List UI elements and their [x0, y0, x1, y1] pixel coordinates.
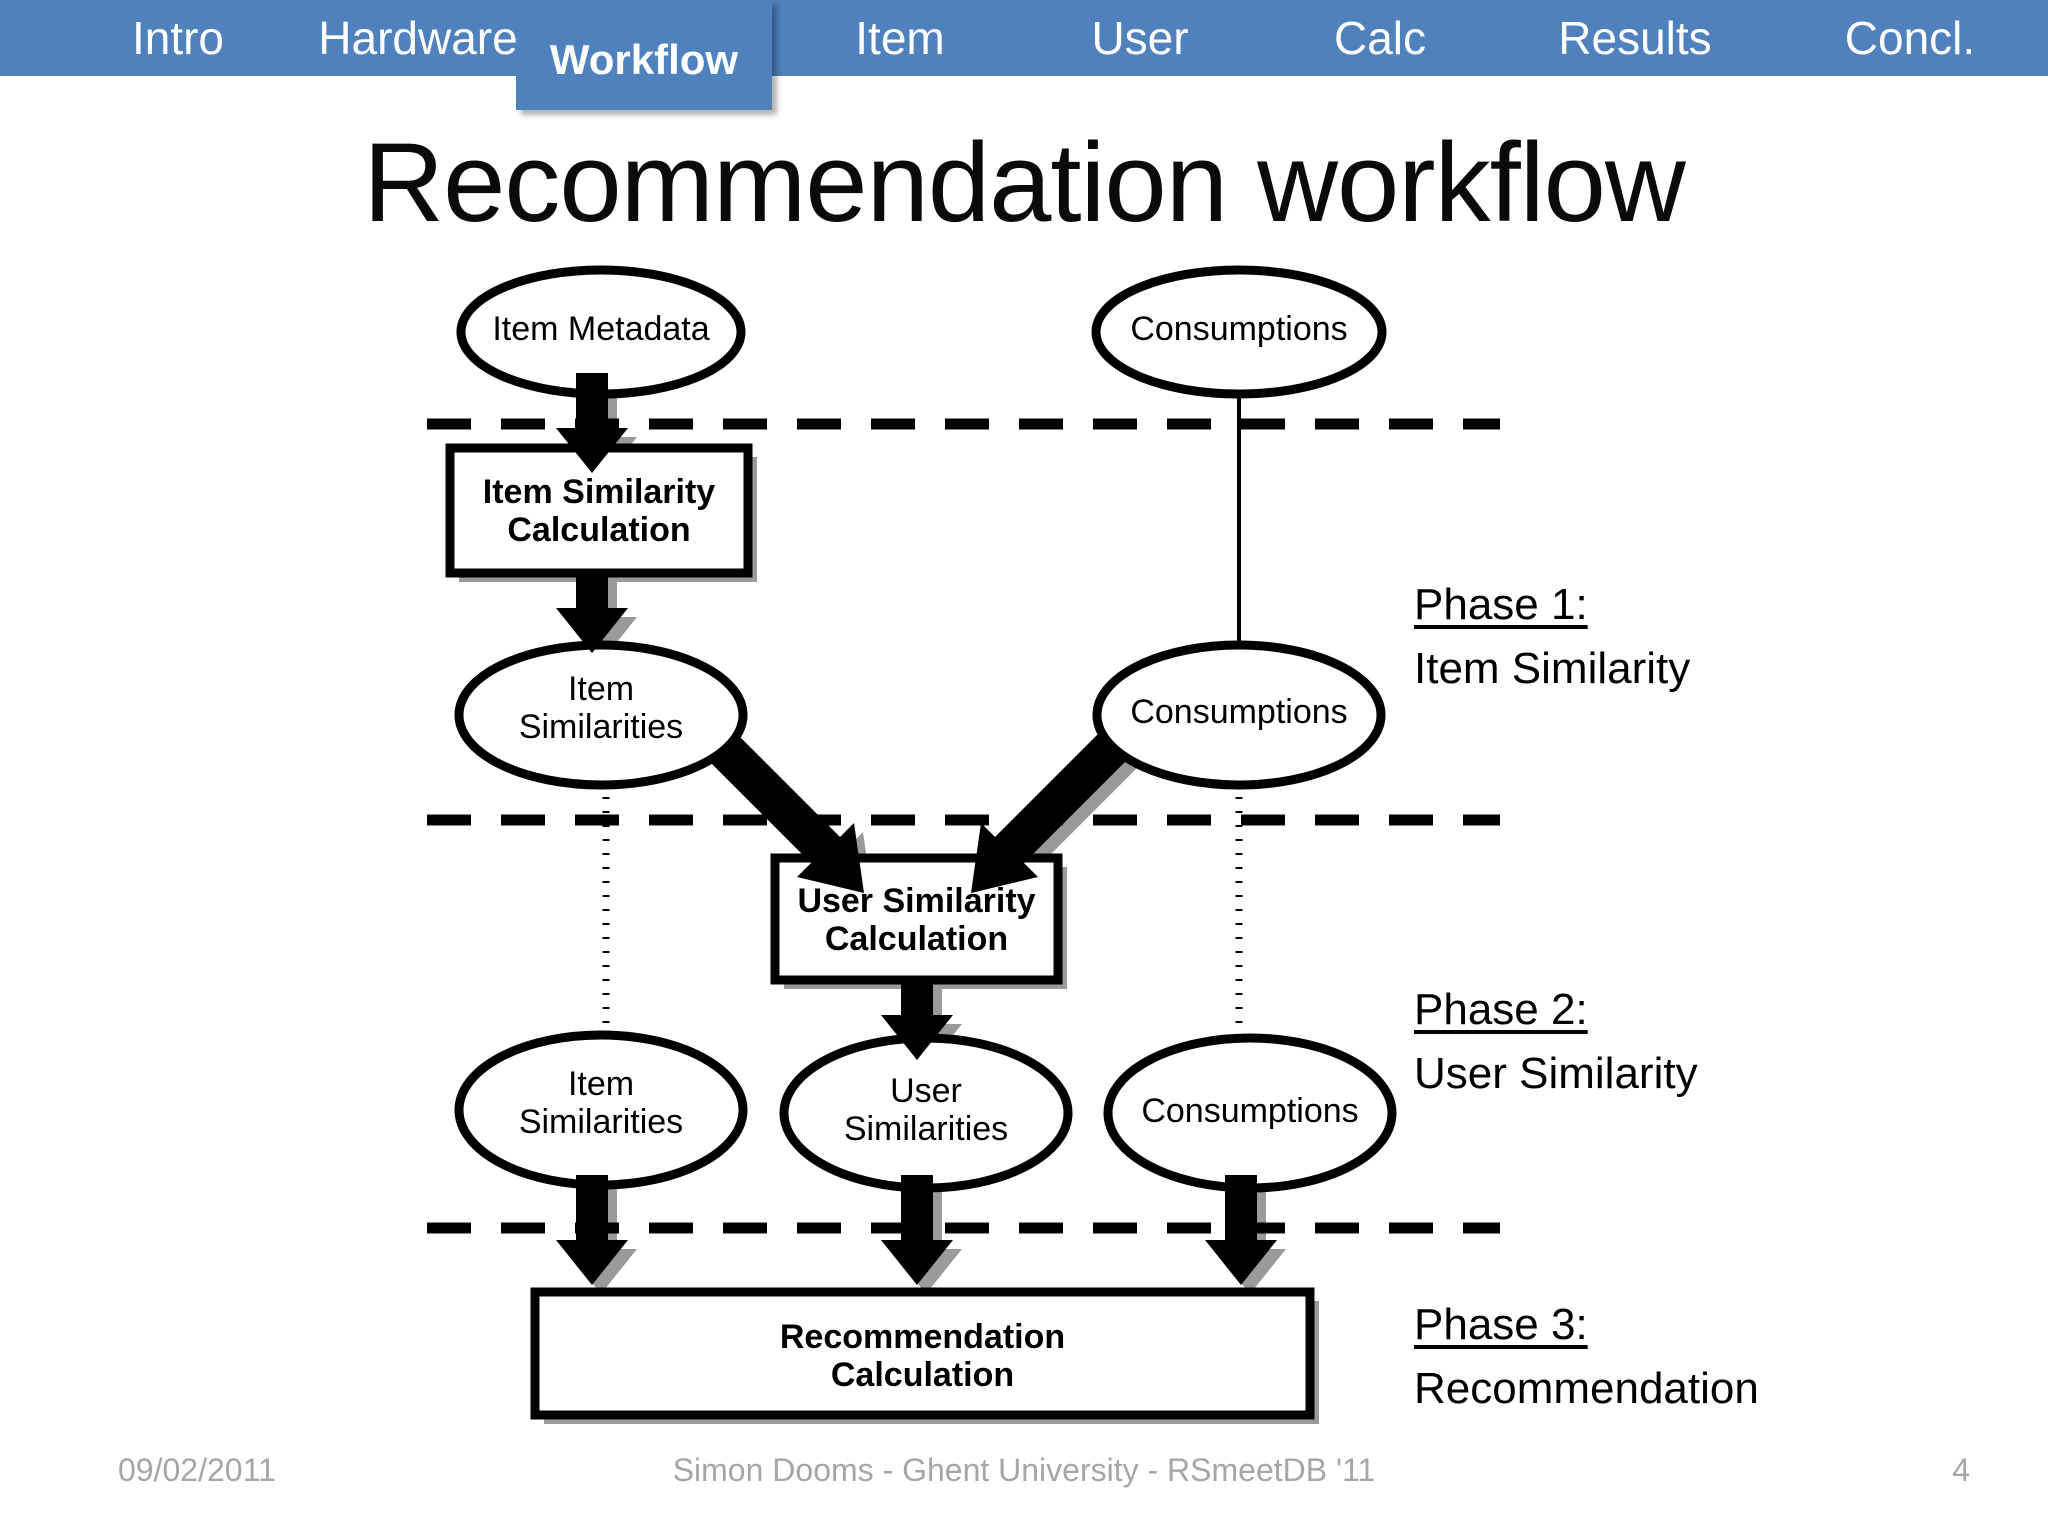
node-recommendation-calculation-label: Recommendation Calculation	[779, 1318, 1066, 1395]
nav-item-results[interactable]: Results	[1558, 12, 1712, 64]
phase-1-subtitle: Item Similarity	[1414, 644, 1691, 693]
arrow-consumptions-to-recommendation	[1205, 1175, 1277, 1285]
phase-3-subtitle: Recommendation	[1414, 1364, 1759, 1413]
footer-page-number: 4	[1952, 1452, 1970, 1488]
node-item-metadata-label: Item Metadata	[492, 310, 710, 348]
arrow-item-similarities-to-user-similarity-calc	[707, 733, 864, 893]
node-user-similarities-p2-label: User Similarities	[843, 1072, 1009, 1149]
page-title: Recommendation workflow	[363, 120, 1686, 245]
nav-item-concl[interactable]: Concl.	[1844, 12, 1976, 64]
arrow-item-similarities-to-recommendation	[556, 1175, 628, 1285]
footer-attribution: Simon Dooms - Ghent University - RSmeetD…	[672, 1452, 1376, 1488]
node-item-similarity-calculation-label: Item Similarity Calculation	[482, 473, 716, 550]
nav-item-user[interactable]: User	[1091, 12, 1189, 64]
node-user-similarity-calculation-label: User Similarity Calculation	[797, 882, 1036, 959]
nav-item-hardware[interactable]: Hardware	[318, 12, 518, 64]
arrow-item-similarity-calc-to-item-similarities	[556, 573, 628, 653]
nav-item-workflow-active[interactable]: Workflow	[516, 0, 772, 110]
phase-2-subtitle: User Similarity	[1414, 1049, 1698, 1098]
arrow-user-similarities-to-recommendation	[881, 1175, 953, 1285]
arrow-user-similarity-calc-to-user-similarities	[881, 980, 953, 1060]
node-consumptions-p2-label: Consumptions	[1141, 1092, 1359, 1130]
phase-2-title: Phase 2:	[1414, 985, 1588, 1034]
nav-item-calc[interactable]: Calc	[1333, 12, 1427, 64]
phase-3-title: Phase 3:	[1414, 1300, 1588, 1349]
arrow-metadata-to-item-similarity-calc	[556, 373, 628, 473]
nav-item-item[interactable]: Item	[855, 12, 945, 64]
node-consumptions-p1-label: Consumptions	[1130, 693, 1348, 731]
phase-1-title: Phase 1:	[1414, 580, 1588, 629]
phase-label-2: Phase 2: User Similarity	[1414, 985, 1698, 1099]
node-item-similarities-p2-label: Item Similarities	[518, 1065, 684, 1142]
arrow-consumptions-to-user-similarity-calc	[971, 733, 1128, 893]
nav-item-workflow-label: Workflow	[549, 36, 739, 83]
navigation-bar: Intro Hardware Item User Calc Results Co…	[0, 0, 2048, 76]
phase-label-3: Phase 3: Recommendation	[1414, 1300, 1759, 1414]
node-consumptions-top-label: Consumptions	[1130, 310, 1348, 348]
phase-label-1: Phase 1: Item Similarity	[1414, 580, 1690, 694]
footer-date: 09/02/2011	[118, 1452, 276, 1488]
node-item-similarities-p1-label: Item Similarities	[518, 670, 684, 747]
nav-item-intro[interactable]: Intro	[131, 12, 225, 64]
